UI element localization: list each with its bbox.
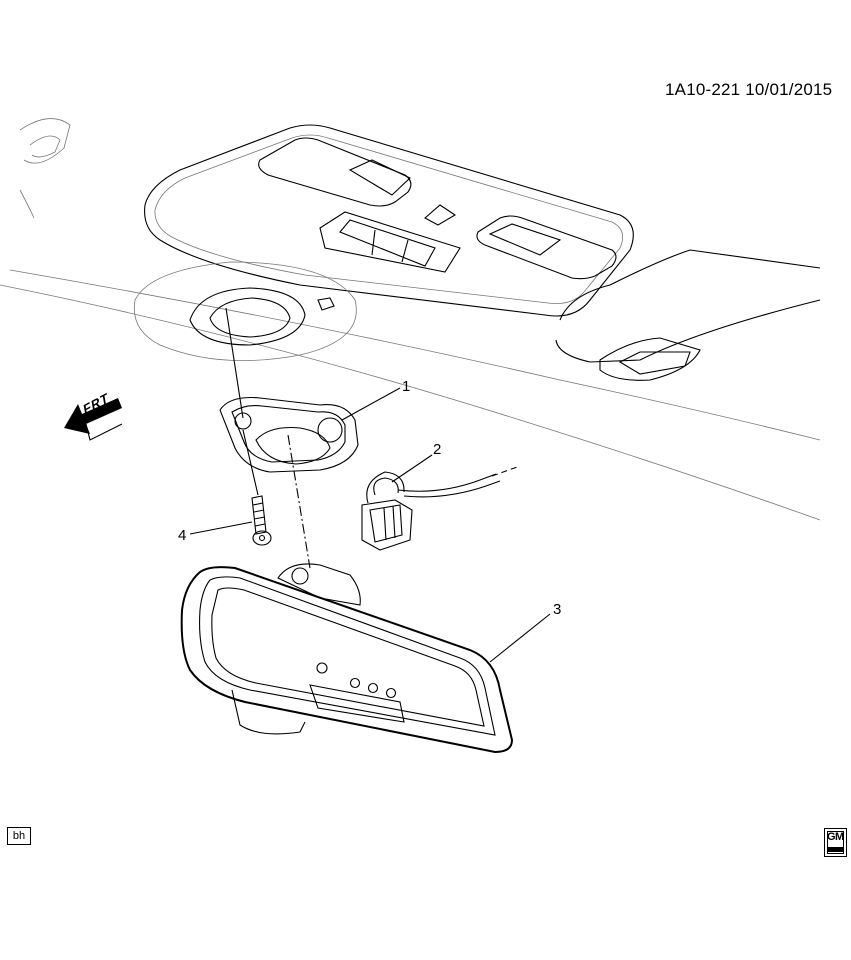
windshield-mount-area (133, 261, 357, 362)
front-direction-arrow-icon (64, 398, 123, 441)
callout-number-2: 2 (433, 441, 442, 458)
headliner (0, 118, 821, 521)
diagram-code: 1A10-221 10/01/2015 (665, 80, 833, 99)
wiring-connector-drawing (361, 471, 501, 551)
screw-drawing (251, 495, 272, 546)
side-trim (555, 249, 821, 381)
installation-lines (225, 307, 521, 569)
gm-logo-icon: GM (824, 828, 847, 857)
body-style-box-label: bh (7, 827, 31, 845)
callout-number-1: 1 (402, 378, 411, 395)
leader-lines (189, 387, 551, 663)
overhead-console (144, 124, 634, 317)
mirror-bracket-drawing (219, 396, 359, 473)
callout-number-3: 3 (553, 601, 562, 618)
gm-logo-text: GM (827, 831, 844, 843)
rearview-mirror-drawing (180, 563, 514, 754)
callout-number-4: 4 (178, 527, 187, 544)
